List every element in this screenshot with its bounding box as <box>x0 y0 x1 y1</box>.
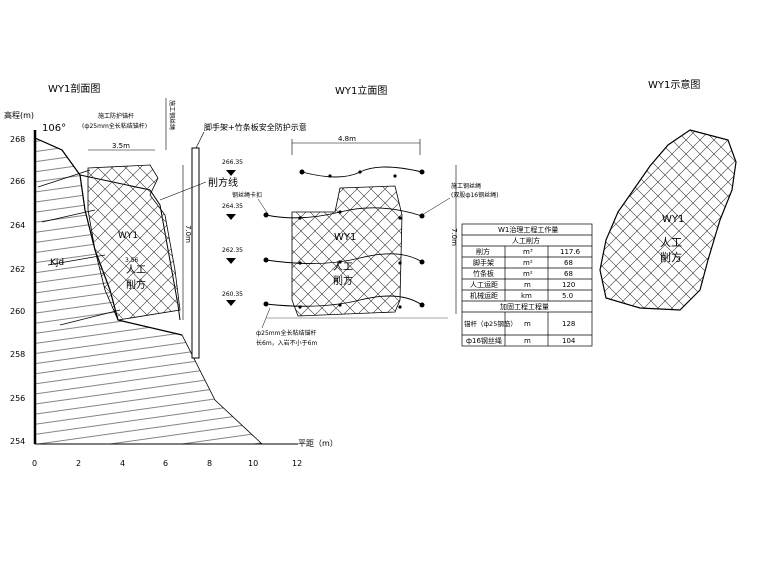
rope-note: 施工钢丝绳 <box>168 100 176 130</box>
table-cell: 117.6 <box>560 248 581 256</box>
schematic-cut-label-2: 削方 <box>660 250 682 264</box>
section-xlabel: 平距（m） <box>298 439 338 448</box>
x-tick: 10 <box>248 459 258 468</box>
elev-cut-label-2: 削方 <box>333 274 353 287</box>
table-cell: 104 <box>562 337 576 345</box>
y-tick: 264 <box>10 221 25 230</box>
y-tick-labels: 268 266 264 262 260 258 256 254 <box>10 135 25 446</box>
quantity-table <box>461 223 593 347</box>
rope-note-2: (双股ф16钢丝绳) <box>451 191 498 199</box>
y-tick: 260 <box>10 307 25 316</box>
schematic-shape <box>599 129 737 311</box>
height-dim: 7.0m <box>184 225 192 243</box>
strata-label: Kjd <box>50 258 64 268</box>
section-anchors <box>37 169 121 326</box>
y-tick: 268 <box>10 135 25 144</box>
table-cell: 脚手架 <box>473 258 494 267</box>
level-markers: 266.35 264.35 262.35 260.35 <box>222 159 243 306</box>
table-cell: 人工运距 <box>470 281 498 289</box>
table-title: W1治理工程工作量 <box>498 225 558 234</box>
table-cell: 120 <box>562 281 575 289</box>
small-dim: 3.56 <box>125 257 139 264</box>
table-cell: 68 <box>564 270 573 278</box>
section-title: WY1剖面图 <box>48 82 100 95</box>
schematic-view: WY1示意图 WY1 人工 削方 <box>599 78 737 311</box>
x-tick: 8 <box>207 459 212 468</box>
y-tick: 256 <box>10 394 25 403</box>
elev-mass-label: WY1 <box>334 232 356 243</box>
table-cell: ф16钢丝绳 <box>466 336 502 345</box>
schematic-cut-label-1: 人工 <box>660 236 682 249</box>
table-cell: km <box>521 292 532 300</box>
section-cut-zone <box>87 164 181 321</box>
rope-anchor-dots <box>263 169 425 309</box>
table-cell: 锚杆（ф25钢筋） <box>464 319 517 328</box>
table-cell: m² <box>523 270 533 278</box>
table-cell: 68 <box>564 259 573 267</box>
schematic-mass-label: WY1 <box>662 214 684 225</box>
elev-anchor-note-1: ф25mm全长粘结锚杆 <box>256 329 316 337</box>
table-section-1: 人工削方 <box>512 236 540 245</box>
table-cell: 削方 <box>476 247 490 256</box>
table-cell: m <box>524 337 531 345</box>
schematic-title: WY1示意图 <box>648 78 700 91</box>
x-tick: 12 <box>292 459 302 468</box>
table-cell: 128 <box>562 320 575 328</box>
x-tick: 2 <box>76 459 81 468</box>
angle-label: 106° <box>42 123 66 134</box>
table-cell: 机械运距 <box>470 291 498 300</box>
section-mass-label: WY1 <box>118 231 138 241</box>
anchor-note-2: (ф25mm全长粘结锚杆) <box>82 122 147 130</box>
table-text: W1治理工程工作量 人工削方 削方 m³ 117.6 脚手架 m² 68 竹条板… <box>464 225 581 345</box>
level-label: 260.35 <box>222 291 243 298</box>
anchor-note-1: 施工防护锚杆 <box>98 112 134 120</box>
y-tick: 262 <box>10 265 25 274</box>
section-view: WY1剖面图 高程(m) 268 266 264 262 260 258 256… <box>4 82 338 468</box>
cut-line-leader <box>159 181 207 201</box>
elevation-title: WY1立面图 <box>335 84 387 97</box>
cut-line-label: 削方线 <box>208 176 238 189</box>
level-label: 264.35 <box>222 203 243 210</box>
elev-height-dim: 7.0m <box>450 228 458 246</box>
level-label: 262.35 <box>222 247 243 254</box>
elev-cut-label-1: 人工 <box>333 261 353 273</box>
y-tick: 266 <box>10 177 25 186</box>
width-dim: 3.5m <box>112 142 130 150</box>
level-label: 266.35 <box>222 159 243 166</box>
elev-width-dim: 4.8m <box>338 135 356 143</box>
x-tick: 4 <box>120 459 125 468</box>
x-tick-labels: 0 2 4 6 8 10 12 <box>32 459 302 468</box>
elev-anchor-note-2: 长6m，入岩不小于6m <box>256 339 317 347</box>
x-tick: 0 <box>32 459 37 468</box>
net-note: 钢丝绳卡扣 <box>232 191 262 199</box>
scaffold-note: 脚手架+竹条板安全防护示意 <box>204 122 307 132</box>
elevation-cut-zone <box>291 185 403 317</box>
table-cell: m <box>524 320 531 328</box>
table-cell: m² <box>523 259 533 267</box>
scaffold <box>191 147 200 359</box>
scaffold-leader <box>195 131 205 149</box>
table-section-2: 加固工程工程量 <box>500 302 549 311</box>
table-cell: 5.0 <box>562 292 573 300</box>
elevation-view: WY1立面图 4.8m <box>222 84 498 347</box>
x-tick: 6 <box>163 459 168 468</box>
section-ylabel: 高程(m) <box>4 110 34 120</box>
y-tick: 254 <box>10 437 25 446</box>
table-cell: 竹条板 <box>473 269 494 278</box>
section-cut-label-1: 人工 <box>126 264 146 276</box>
table-cell: m <box>524 281 531 289</box>
table-cell: m³ <box>523 248 533 256</box>
y-tick: 258 <box>10 350 25 359</box>
section-cut-label-2: 削方 <box>126 278 146 291</box>
rope-note-1: 施工钢丝绳 <box>451 182 481 190</box>
